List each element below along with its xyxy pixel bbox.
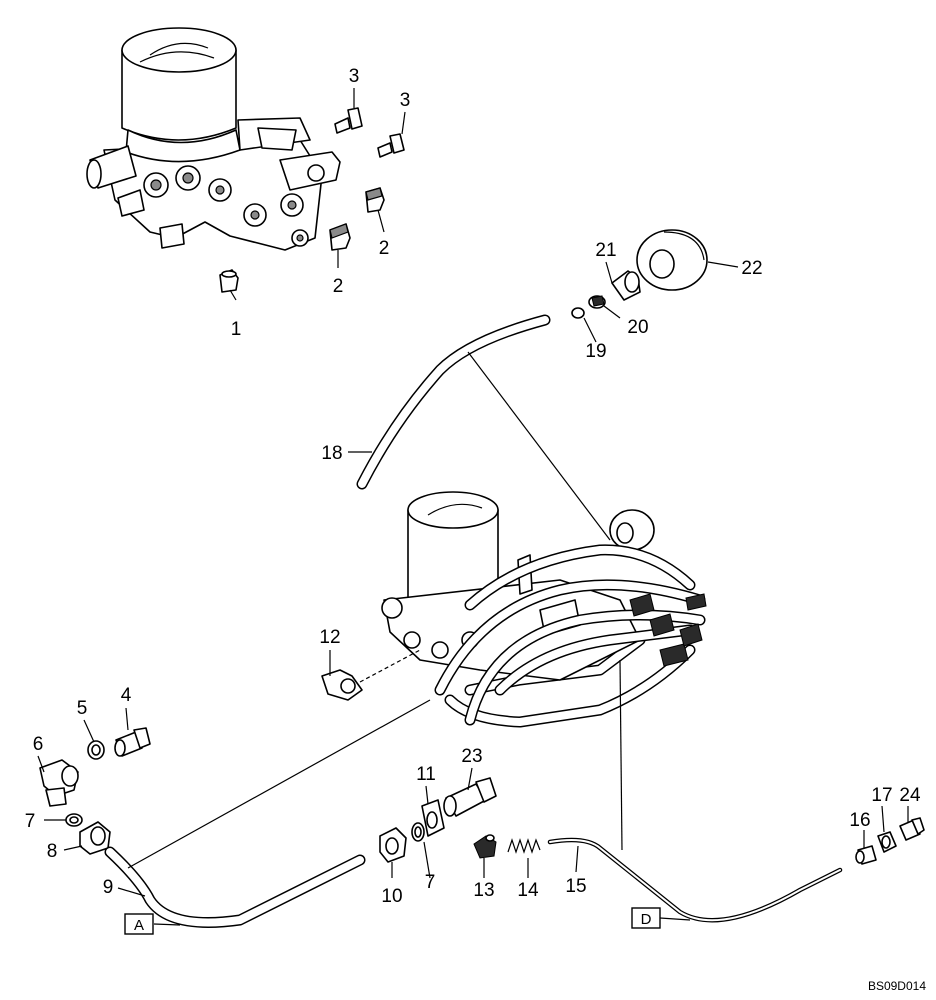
spring-14	[507, 838, 541, 854]
washer-19	[571, 307, 585, 319]
callout-6: 6	[33, 734, 44, 755]
installed-assembly	[381, 491, 707, 728]
nut-17	[877, 831, 897, 853]
reference-box-d-label: D	[641, 911, 652, 928]
callout-18: 18	[321, 443, 342, 464]
callout-8: 8	[47, 841, 58, 862]
callout-24: 24	[899, 785, 921, 806]
muffler-22	[636, 229, 708, 291]
callout-2a: 2	[333, 276, 344, 297]
callout-20: 20	[627, 317, 648, 338]
callout-14: 14	[517, 880, 539, 901]
plug-1	[219, 269, 239, 293]
callout-leaders	[37, 88, 909, 926]
callout-16: 16	[849, 810, 870, 831]
clamp-20	[588, 295, 606, 309]
callout-23: 23	[461, 746, 482, 767]
callout-7b: 7	[425, 872, 436, 893]
callout-5: 5	[77, 698, 88, 719]
callout-11: 11	[416, 764, 436, 785]
callout-21: 21	[595, 240, 616, 261]
callout-2b: 2	[379, 238, 390, 259]
tube-9	[104, 846, 366, 928]
callout-22: 22	[741, 258, 762, 279]
reference-box-a-label: A	[134, 917, 144, 934]
reference-box-d: D	[631, 907, 661, 929]
callout-3b: 3	[400, 90, 411, 111]
callout-1: 1	[231, 319, 242, 340]
callout-12: 12	[319, 627, 340, 648]
o-ring-5	[87, 740, 105, 760]
elbow-6	[39, 759, 79, 807]
nut-8	[79, 821, 111, 855]
plug-24	[899, 817, 925, 841]
callout-13: 13	[473, 880, 494, 901]
callout-9: 9	[103, 877, 114, 898]
callout-4: 4	[121, 685, 132, 706]
air-dryer-top-assembly	[86, 27, 341, 251]
cap-2a	[329, 223, 351, 251]
reference-box-a: A	[124, 913, 154, 935]
hose-18	[356, 314, 551, 490]
adapter-21	[611, 270, 641, 301]
bolt-3a	[334, 107, 363, 134]
o-ring-7b	[411, 822, 425, 842]
fitting-13	[473, 834, 497, 859]
callout-labels: 1 2 2 3 3 21 22 20 19 18 12 4 5 6 7 8 9 …	[25, 66, 921, 907]
callout-3a: 3	[349, 66, 360, 87]
nut-10	[379, 827, 407, 863]
bulkhead-11	[421, 799, 445, 837]
bolt-3b	[377, 133, 405, 158]
fitting-16	[855, 845, 877, 865]
cap-2b	[365, 187, 385, 213]
drawing-id: BS09D014	[868, 979, 926, 993]
callout-7a: 7	[25, 811, 36, 832]
assembly-lines	[127, 351, 623, 869]
callout-17: 17	[871, 785, 892, 806]
elbow-12	[321, 669, 363, 701]
callout-19: 19	[585, 341, 606, 362]
callout-10: 10	[381, 886, 402, 907]
connector-23	[443, 777, 497, 817]
connector-4	[114, 727, 151, 757]
callout-15: 15	[565, 876, 586, 897]
o-ring-7a	[65, 813, 83, 827]
line-15	[547, 837, 843, 923]
